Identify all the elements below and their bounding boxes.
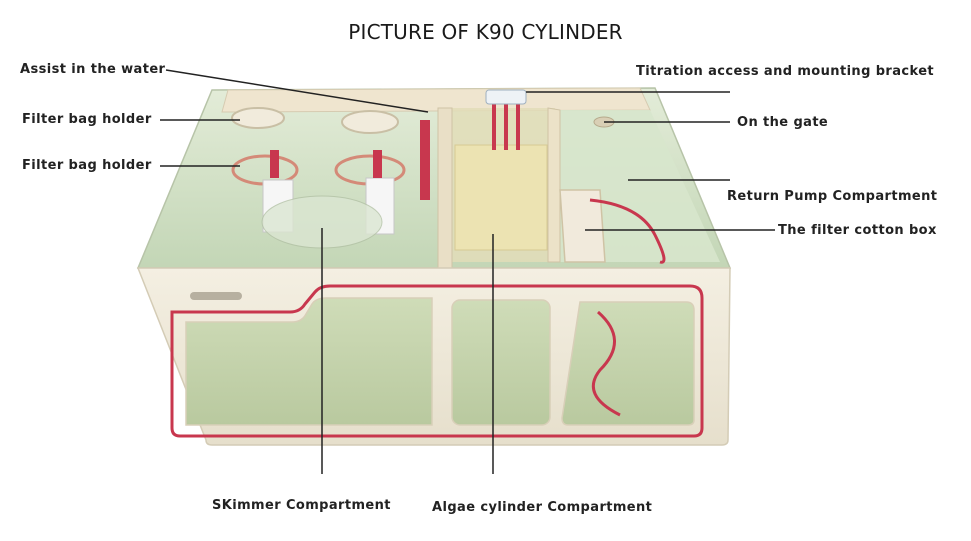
label-skimmer-compartment: SKimmer Compartment [212, 498, 391, 513]
filter-tag-2 [373, 150, 382, 178]
algae-panel [454, 144, 548, 251]
titration-tube-3 [516, 104, 520, 150]
label-titration-access: Titration access and mounting bracket [636, 64, 935, 79]
leader-lines [160, 69, 775, 474]
label-assist-water: Assist in the water [20, 62, 166, 77]
label-algae-compartment: Algae cylinder Compartment [432, 500, 653, 515]
divider-wall-right [547, 107, 561, 263]
label-on-the-gate: On the gate [737, 115, 829, 130]
filter-ring-2 [341, 110, 399, 134]
label-filter-bag-holder-1: Filter bag holder [22, 112, 152, 127]
window-skimmer [185, 297, 433, 426]
titration-bracket [485, 89, 527, 105]
filter-tag-1 [270, 150, 279, 178]
filter-ring-1 [231, 107, 285, 129]
titration-tube-1 [492, 104, 496, 150]
assist-pipe [420, 120, 430, 200]
return-pump-hose [589, 198, 666, 264]
diagram-title: PICTURE OF K90 CYLINDER [348, 20, 623, 44]
label-filter-bag-holder-2: Filter bag holder [22, 158, 152, 173]
return-window-hose [591, 310, 621, 417]
front-red-stripe [170, 284, 704, 438]
label-filter-cotton-box: The filter cotton box [778, 223, 937, 238]
titration-tube-2 [504, 104, 508, 150]
brand-logo [190, 292, 242, 300]
window-algae [451, 299, 551, 426]
leader-assist-water [165, 69, 429, 113]
window-return [561, 301, 695, 426]
cotton-box [559, 189, 606, 263]
label-return-pump-compartment: Return Pump Compartment [727, 189, 938, 204]
divider-wall-left [437, 107, 453, 269]
